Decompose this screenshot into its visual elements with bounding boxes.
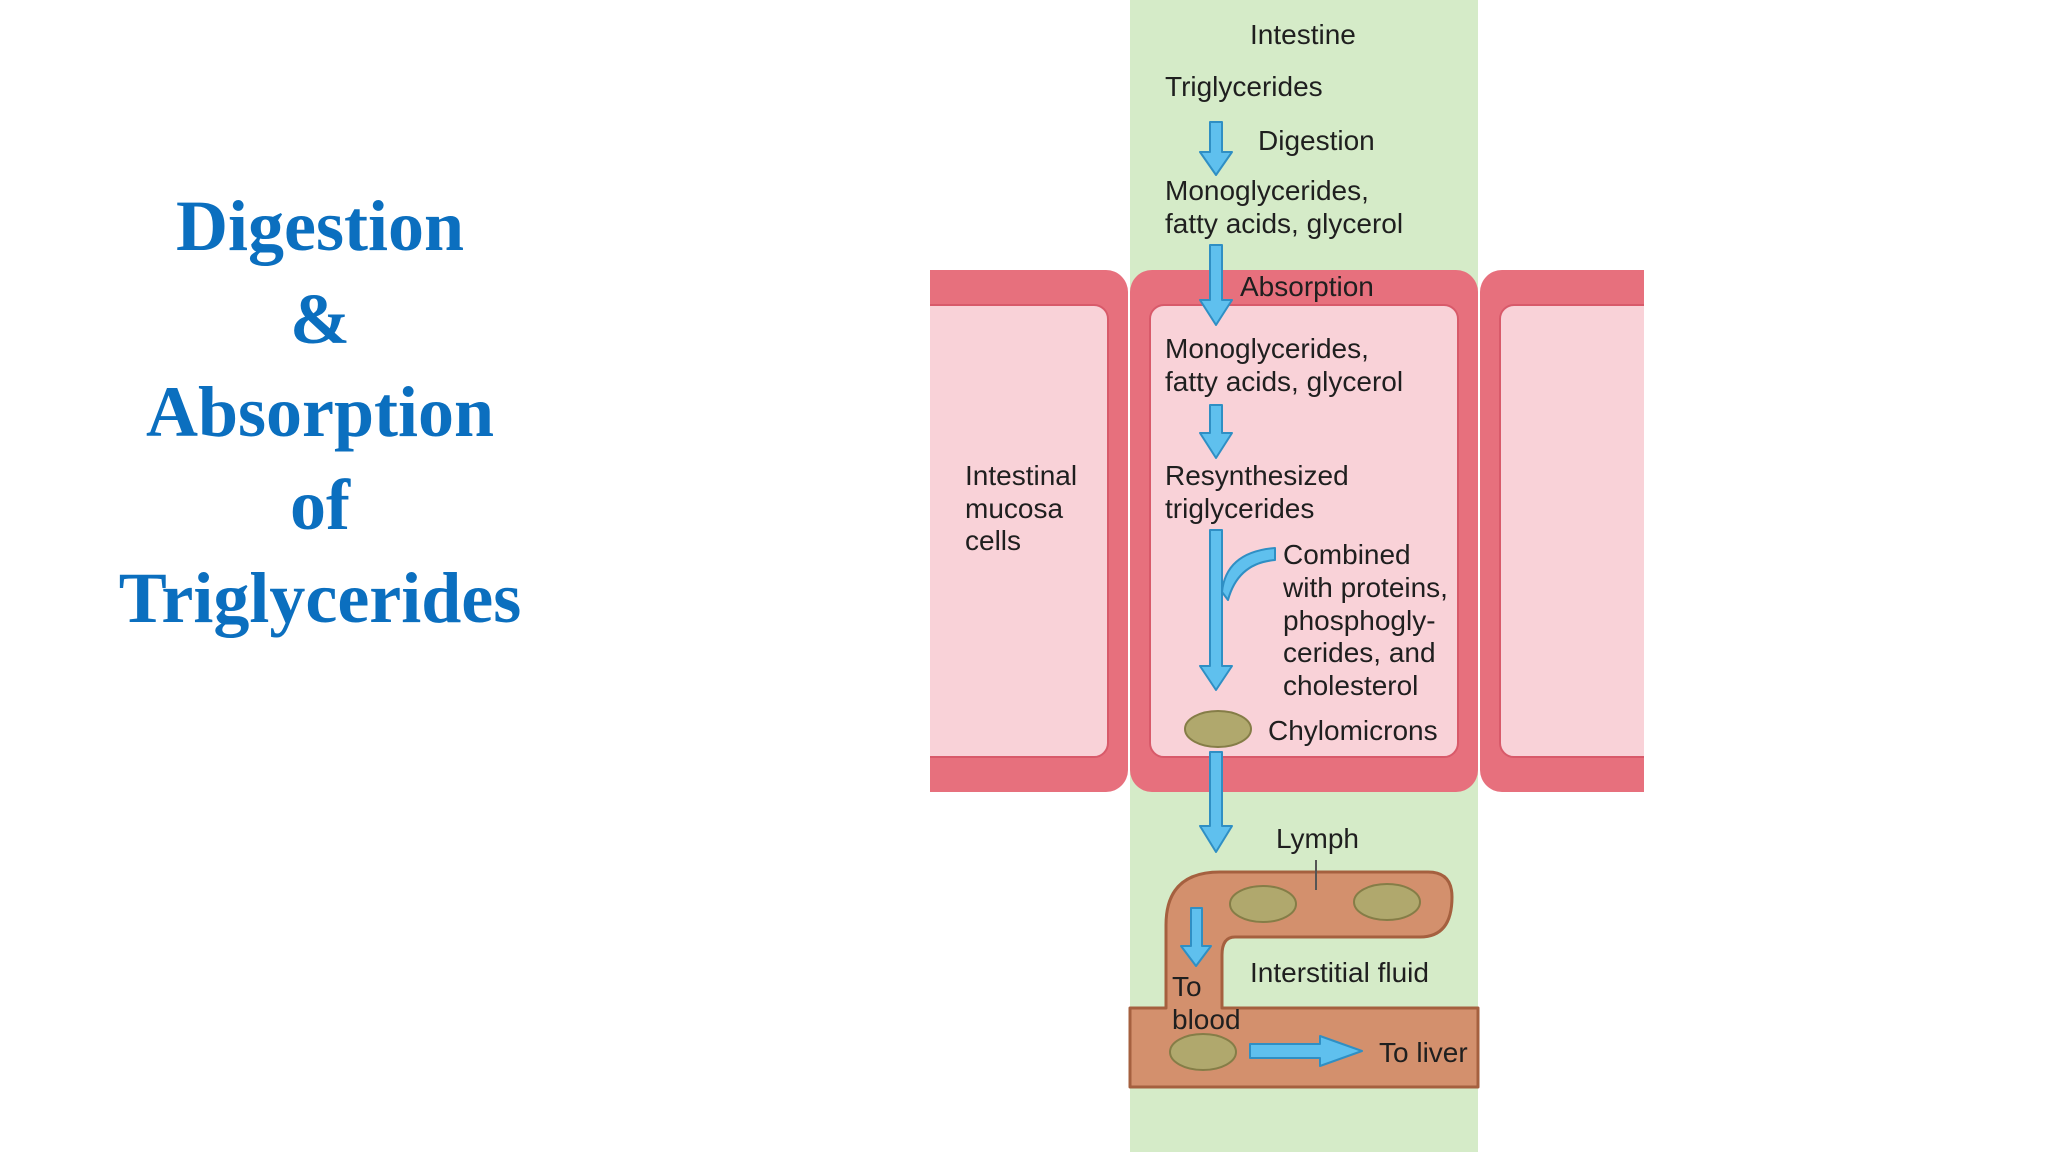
label-combined-line4: cerides, and <box>1283 637 1436 668</box>
digestion-arrow <box>1199 121 1233 176</box>
mucosa-cells <box>930 270 1644 792</box>
label-resynth-line1: Resynthesized <box>1165 460 1349 491</box>
title-line-3: Absorption <box>145 372 495 452</box>
chylomicron-lymph-2 <box>1353 883 1421 921</box>
label-to-blood-line2: blood <box>1172 1004 1241 1035</box>
mucosa-cell-right-interior <box>1499 304 1644 758</box>
mucosa-cell-left-interior <box>930 304 1109 758</box>
label-to-blood-line1: To <box>1172 971 1202 1002</box>
label-intestine: Intestine <box>1250 19 1356 50</box>
label-lymph: Lymph <box>1276 823 1359 854</box>
label-mucosa-line1: Intestinal <box>965 460 1077 491</box>
label-absorption: Absorption <box>1240 271 1374 302</box>
label-triglycerides: Triglycerides <box>1165 71 1323 102</box>
chylomicron-cell <box>1184 710 1252 748</box>
label-combined-line5: cholesterol <box>1283 670 1418 701</box>
label-products-line1: Monoglycerides, <box>1165 175 1369 206</box>
flow-arrows <box>1180 121 1363 1067</box>
combine-arrow <box>1199 529 1233 691</box>
to-liver-arrow <box>1249 1035 1363 1067</box>
chylomicrons <box>1169 710 1421 1071</box>
exocytosis-arrow <box>1199 751 1233 853</box>
label-cell-products-line2: fatty acids, glycerol <box>1165 366 1403 397</box>
title-line-1: Digestion <box>176 186 464 266</box>
slide-title: Digestion & Absorption of Triglycerides <box>60 180 580 645</box>
label-cell-products-line1: Monoglycerides, <box>1165 333 1369 364</box>
to-blood-arrow <box>1180 907 1212 967</box>
label-interstitial-fluid: Interstitial fluid <box>1250 957 1429 988</box>
lymph-vessel <box>1128 870 1480 1089</box>
resynthesis-arrow <box>1199 404 1233 459</box>
combine-branch <box>1221 547 1276 601</box>
label-combined-line1: Combined <box>1283 539 1411 570</box>
title-line-5: Triglycerides <box>118 558 522 638</box>
label-mucosa-line3: cells <box>965 525 1021 556</box>
label-combined-line3: phosphogly- <box>1283 605 1436 636</box>
absorption-arrow <box>1199 244 1233 326</box>
title-line-2: & <box>290 279 350 359</box>
label-combined-line2: with proteins, <box>1282 572 1448 603</box>
title-line-4: of <box>290 465 350 545</box>
mucosa-cell-center-interior <box>1149 304 1459 758</box>
chylomicron-lymph-3 <box>1169 1033 1237 1071</box>
label-chylomicrons: Chylomicrons <box>1268 715 1438 746</box>
label-mucosa-line2: mucosa <box>965 493 1063 524</box>
chylomicron-lymph-1 <box>1229 885 1297 923</box>
label-resynth-line2: triglycerides <box>1165 493 1314 524</box>
label-products-line2: fatty acids, glycerol <box>1165 208 1403 239</box>
label-digestion: Digestion <box>1258 125 1375 156</box>
label-to-liver: To liver <box>1379 1037 1468 1068</box>
